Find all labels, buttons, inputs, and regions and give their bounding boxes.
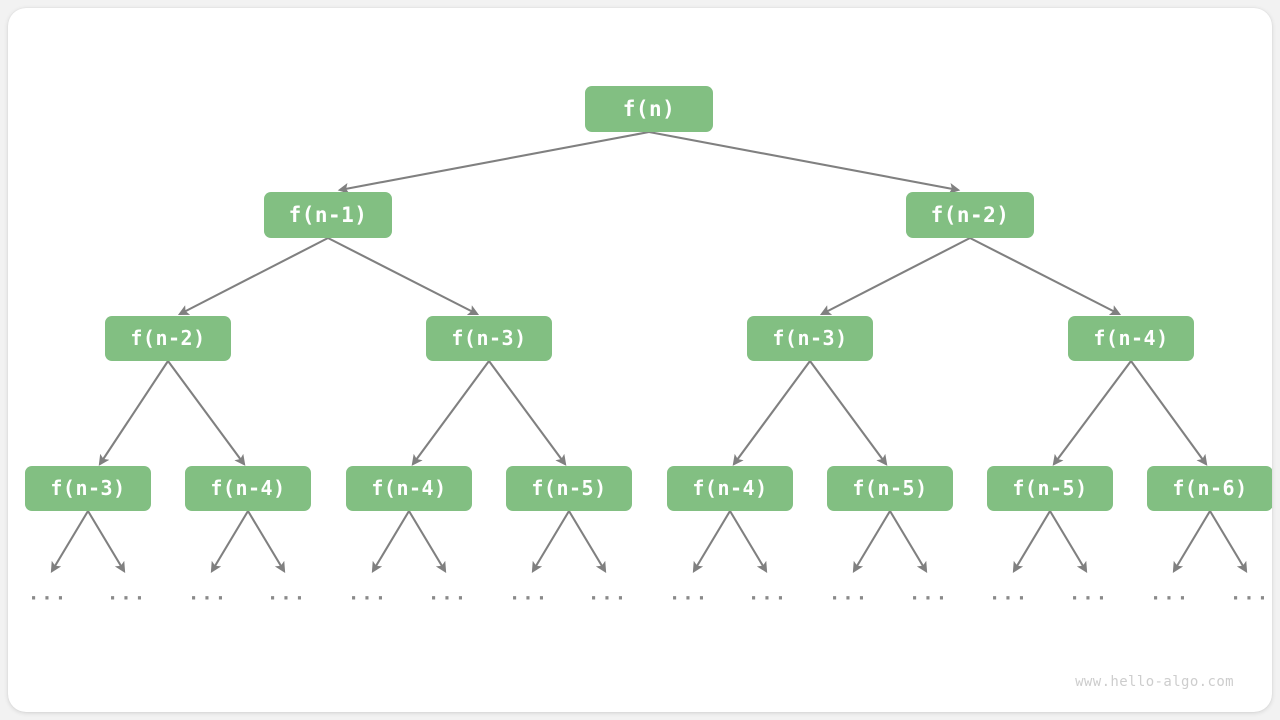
tree-node[interactable]: f(n-3) xyxy=(426,315,552,361)
tree-node[interactable]: f(n-5) xyxy=(827,465,953,511)
tree-edge xyxy=(648,130,961,194)
tree-node[interactable]: f(n-4) xyxy=(1068,315,1194,361)
tree-node-label: f(n-3) xyxy=(50,476,126,500)
tree-node[interactable]: f(n-1) xyxy=(264,192,392,238)
tree-edge xyxy=(969,237,1122,316)
tree-node[interactable]: f(n-4) xyxy=(185,465,311,511)
tree-edge xyxy=(1130,360,1208,466)
tree-edge xyxy=(852,510,891,573)
tree-node-label: f(n-4) xyxy=(692,476,768,500)
tree-edge xyxy=(1049,510,1088,573)
ellipsis-marker: ... xyxy=(106,582,148,605)
ellipsis-marker: ... xyxy=(908,582,950,605)
ellipsis-marker: ... xyxy=(508,582,550,605)
tree-edge xyxy=(889,510,928,573)
tree-node[interactable]: f(n) xyxy=(585,86,713,132)
tree-edge xyxy=(568,510,607,573)
tree-edge xyxy=(50,510,89,573)
tree-node[interactable]: f(n-4) xyxy=(346,465,472,511)
tree-node[interactable]: f(n-3) xyxy=(25,465,151,511)
tree-node-label: f(n-2) xyxy=(130,326,206,350)
tree-edge xyxy=(1052,360,1132,466)
tree-node[interactable]: f(n-4) xyxy=(667,465,793,511)
watermark: www.hello-algo.com xyxy=(1075,674,1234,690)
ellipsis-marker: ... xyxy=(187,582,229,605)
tree-edge xyxy=(819,237,971,316)
ellipsis-marker: ... xyxy=(747,582,789,605)
tree-node-label: f(n-3) xyxy=(451,326,527,350)
tree-node-label: f(n-3) xyxy=(772,326,848,350)
ellipsis-marker: ... xyxy=(27,582,69,605)
tree-node-label: f(n-4) xyxy=(1093,326,1169,350)
tree-edge xyxy=(371,510,410,573)
tree-edge xyxy=(337,130,650,194)
tree-edge xyxy=(210,510,249,573)
tree-edge xyxy=(98,360,169,466)
ellipsis-marker: ... xyxy=(828,582,870,605)
tree-edge xyxy=(1209,510,1248,573)
tree-edge xyxy=(1172,510,1211,573)
tree-node[interactable]: f(n-5) xyxy=(987,465,1113,511)
tree-edge xyxy=(177,237,329,316)
tree-edge xyxy=(327,237,480,316)
ellipsis-marker: ... xyxy=(988,582,1030,605)
tree-node-label: f(n-5) xyxy=(852,476,928,500)
ellipsis-marker: ... xyxy=(587,582,629,605)
tree-edge xyxy=(247,510,286,573)
tree-node[interactable]: f(n-5) xyxy=(506,465,632,511)
tree-node[interactable]: f(n-2) xyxy=(105,315,231,361)
ellipsis-marker: ... xyxy=(668,582,710,605)
tree-node-label: f(n-4) xyxy=(371,476,447,500)
ellipsis-marker: ... xyxy=(266,582,308,605)
tree-node[interactable]: f(n-3) xyxy=(747,315,873,361)
tree-edge xyxy=(1012,510,1051,573)
tree-node[interactable]: f(n-6) xyxy=(1147,465,1272,511)
tree-edge xyxy=(411,360,490,466)
tree-edge xyxy=(531,510,570,573)
tree-edge xyxy=(809,360,888,466)
tree-node-label: f(n-6) xyxy=(1172,476,1248,500)
tree-node-label: f(n-1) xyxy=(288,203,368,227)
tree-node-label: f(n) xyxy=(622,97,676,121)
tree-edge xyxy=(167,360,246,466)
tree-node[interactable]: f(n-2) xyxy=(906,192,1034,238)
tree-edge xyxy=(488,360,567,466)
tree-node-label: f(n-4) xyxy=(210,476,286,500)
ellipsis-marker: ... xyxy=(1229,582,1271,605)
ellipsis-marker: ... xyxy=(1068,582,1110,605)
tree-edge xyxy=(732,360,811,466)
tree-node-label: f(n-5) xyxy=(1012,476,1088,500)
tree-edge xyxy=(692,510,731,573)
diagram-card: f(n) f(n-1) f(n-2) f(n-2) f(n-3) f(n-3) f(n-4)… xyxy=(8,8,1272,712)
ellipsis-marker: ... xyxy=(1149,582,1191,605)
ellipsis-marker: ... xyxy=(347,582,389,605)
ellipsis-marker: ... xyxy=(427,582,469,605)
tree-edge xyxy=(729,510,768,573)
tree-node-label: f(n-5) xyxy=(531,476,607,500)
tree-node-label: f(n-2) xyxy=(930,203,1010,227)
tree-edge xyxy=(87,510,126,573)
tree-edge xyxy=(408,510,447,573)
